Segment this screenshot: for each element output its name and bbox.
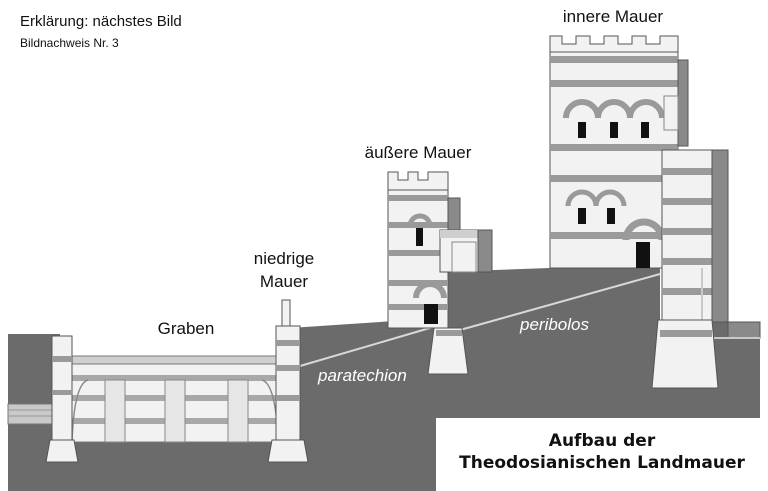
- outer-wall-tower: [387, 171, 493, 375]
- diagram-title: Aufbau der Theodosianischen Landmauer: [436, 430, 768, 474]
- low-wall-tower: [267, 299, 309, 463]
- peribolos-label: peribolos: [520, 315, 589, 334]
- peribolos-slope-line: [459, 273, 661, 331]
- outer-wall-label: äußere Mauer: [364, 143, 472, 162]
- moat-left-pier: [45, 335, 79, 463]
- title-line1: Aufbau der: [548, 431, 656, 451]
- title-line2: Theodosianischen Landmauer: [459, 453, 745, 473]
- moat-label: Graben: [157, 319, 215, 338]
- inner-wall-label: innere Mauer: [562, 7, 664, 26]
- image-credit-caption: Bildnachweis Nr. 3: [20, 36, 119, 50]
- paratechion-slope-line: [299, 324, 441, 367]
- low-wall-label-line2: Mauer: [259, 272, 309, 291]
- explanation-caption: Erklärung: nächstes Bild: [20, 13, 182, 30]
- inner-wall-tower: [549, 35, 761, 389]
- moat-wall: [69, 355, 281, 443]
- paratechion-label: paratechion: [318, 366, 407, 385]
- low-wall-label-line1: niedrige: [253, 249, 315, 268]
